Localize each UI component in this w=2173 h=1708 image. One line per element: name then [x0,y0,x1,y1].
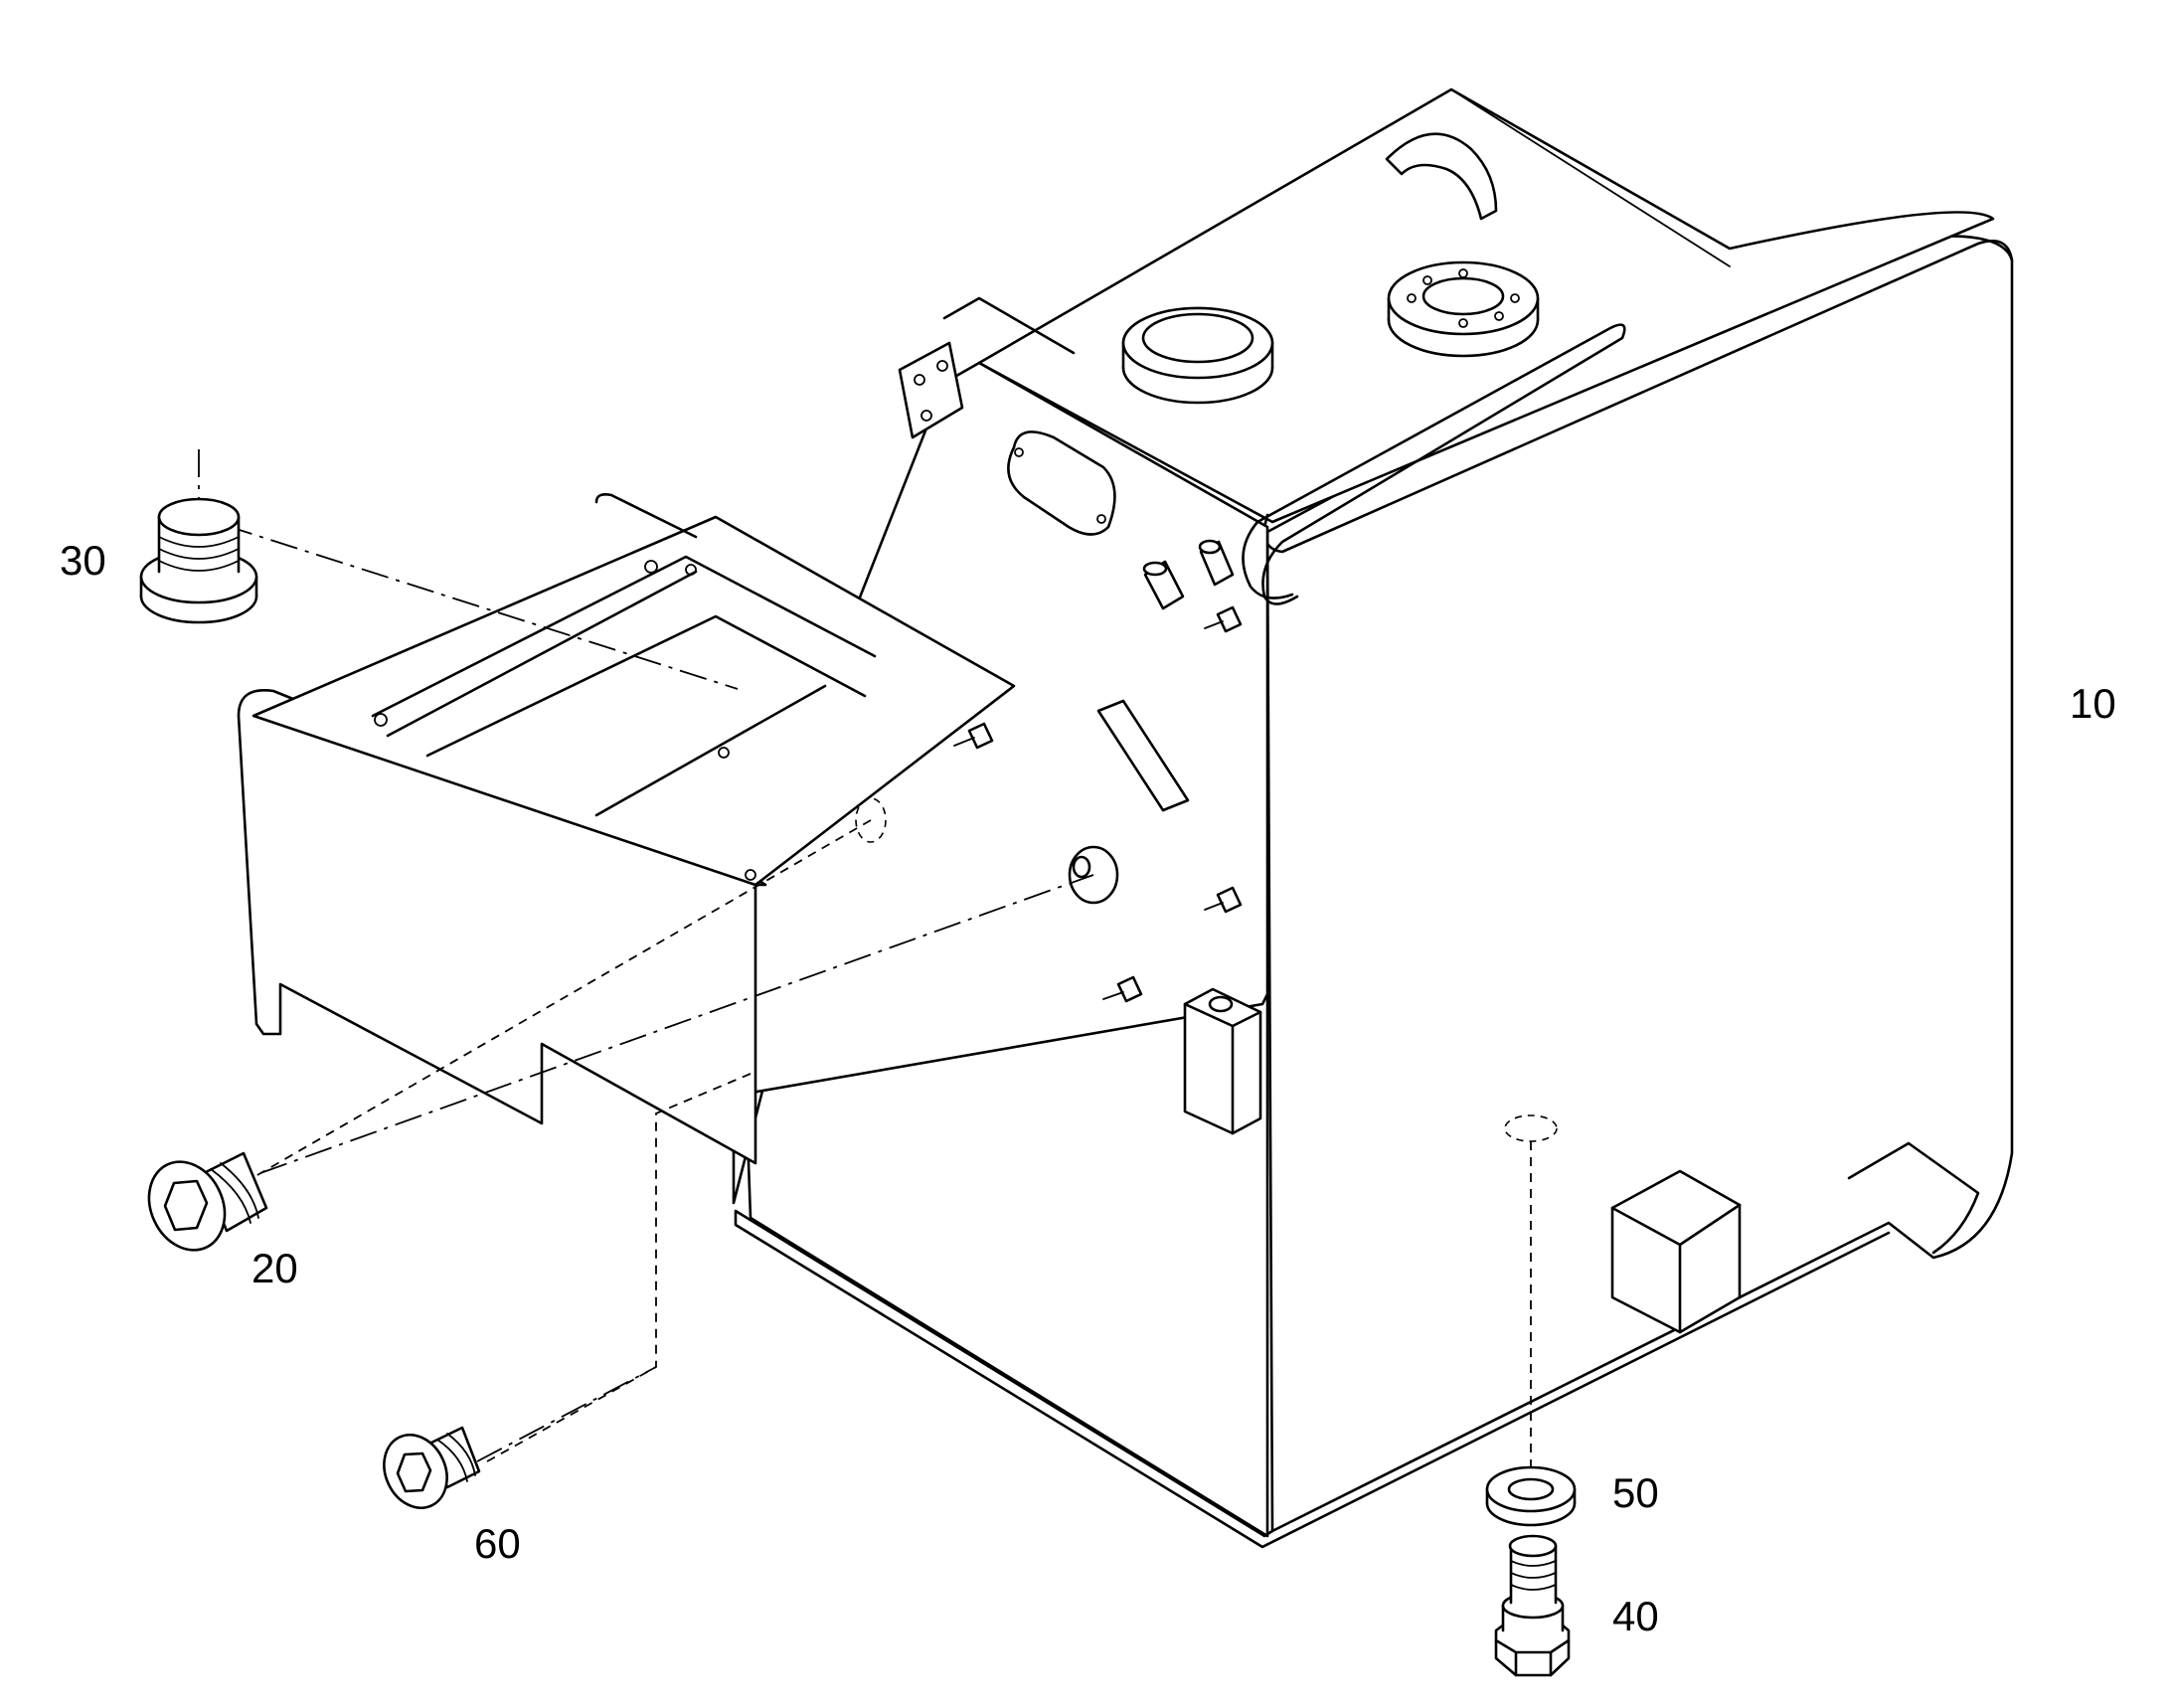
tank-handle-rail [1242,323,1626,605]
tank-right-foot [1847,1141,1980,1255]
sensor-block [1183,987,1262,1135]
tray-rivet [718,747,730,759]
mounting-bolts [953,605,1243,1003]
hex-socket-icon [163,1179,209,1232]
callout-10: 10 [2070,680,2116,727]
tank-bottom-lip [734,1209,1891,1549]
return-flange-ring [1387,260,1540,358]
inspection-cover-plate [1007,430,1116,536]
filler-neck-ring [1121,306,1274,405]
callout-30: 30 [60,537,106,584]
part-60-socket-plug [383,1426,481,1509]
callout-60: 60 [474,1520,521,1567]
callout-20: 20 [251,1245,298,1291]
upper-bracket-tab [898,341,964,439]
mounting-tray-frame [237,296,1076,1165]
callout-labels: 10 20 30 40 50 60 [60,537,2116,1639]
tank-top-ridge [1450,88,1731,267]
breather-tubes [1142,539,1235,610]
part-20-socket-plug [147,1151,268,1252]
callout-40: 40 [1612,1593,1659,1639]
leader-60-port [476,1366,657,1462]
tank-lifting-hook [1385,132,1498,221]
tray-rivet [685,564,697,576]
callout-50: 50 [1612,1469,1659,1516]
hydraulic-tank-assembly [237,87,2014,1549]
part-50-washer [1485,1465,1577,1527]
drain-hole-side [855,797,887,843]
part-40-fitting [1494,1534,1571,1677]
part-30-plug [139,497,258,624]
tray-rivet [644,560,658,574]
leader-60 [486,1073,752,1462]
hex-socket-icon [396,1452,432,1493]
level-gauge-clip [1096,699,1190,812]
tray-rivet [745,869,756,881]
tray-rivet [374,713,388,727]
sensor-cube [1610,1169,1742,1334]
leader-60-boss [259,874,1094,1174]
